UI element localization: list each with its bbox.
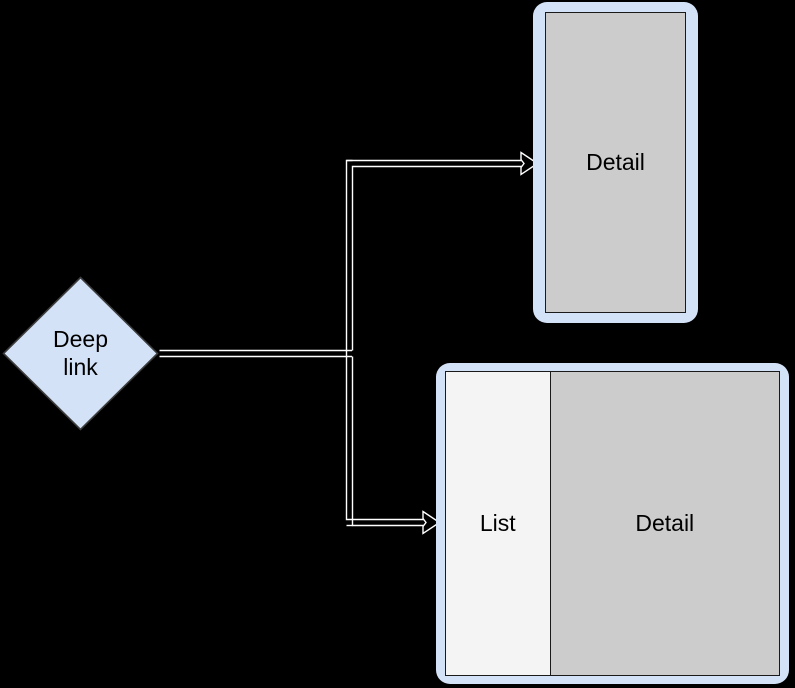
tablet-detail-pane[interactable]: Detail	[550, 372, 779, 675]
tablet-list-pane[interactable]: List	[446, 372, 551, 675]
node-tablet-list-detail[interactable]: List Detail	[436, 363, 789, 684]
tablet-screen: List Detail	[445, 371, 780, 676]
edge-deep-link-to-phone	[345, 159, 522, 357]
phone-screen: Detail	[545, 12, 686, 313]
deep-link-label-line1: Deep	[53, 326, 108, 353]
phone-detail-pane[interactable]: Detail	[546, 13, 685, 312]
node-phone-detail[interactable]: Detail	[533, 2, 698, 323]
node-deep-link-label: Deep link	[2, 276, 159, 431]
tablet-list-label: List	[479, 510, 516, 536]
edge-deep-link-to-tablet	[345, 356, 424, 527]
edge-trunk	[159, 349, 352, 358]
tablet-detail-label: Detail	[635, 510, 695, 536]
diamond-shape	[2, 276, 159, 431]
deep-link-label-line2: link	[63, 353, 98, 380]
phone-detail-label: Detail	[586, 149, 645, 175]
node-deep-link[interactable]: Deep link	[2, 276, 159, 431]
